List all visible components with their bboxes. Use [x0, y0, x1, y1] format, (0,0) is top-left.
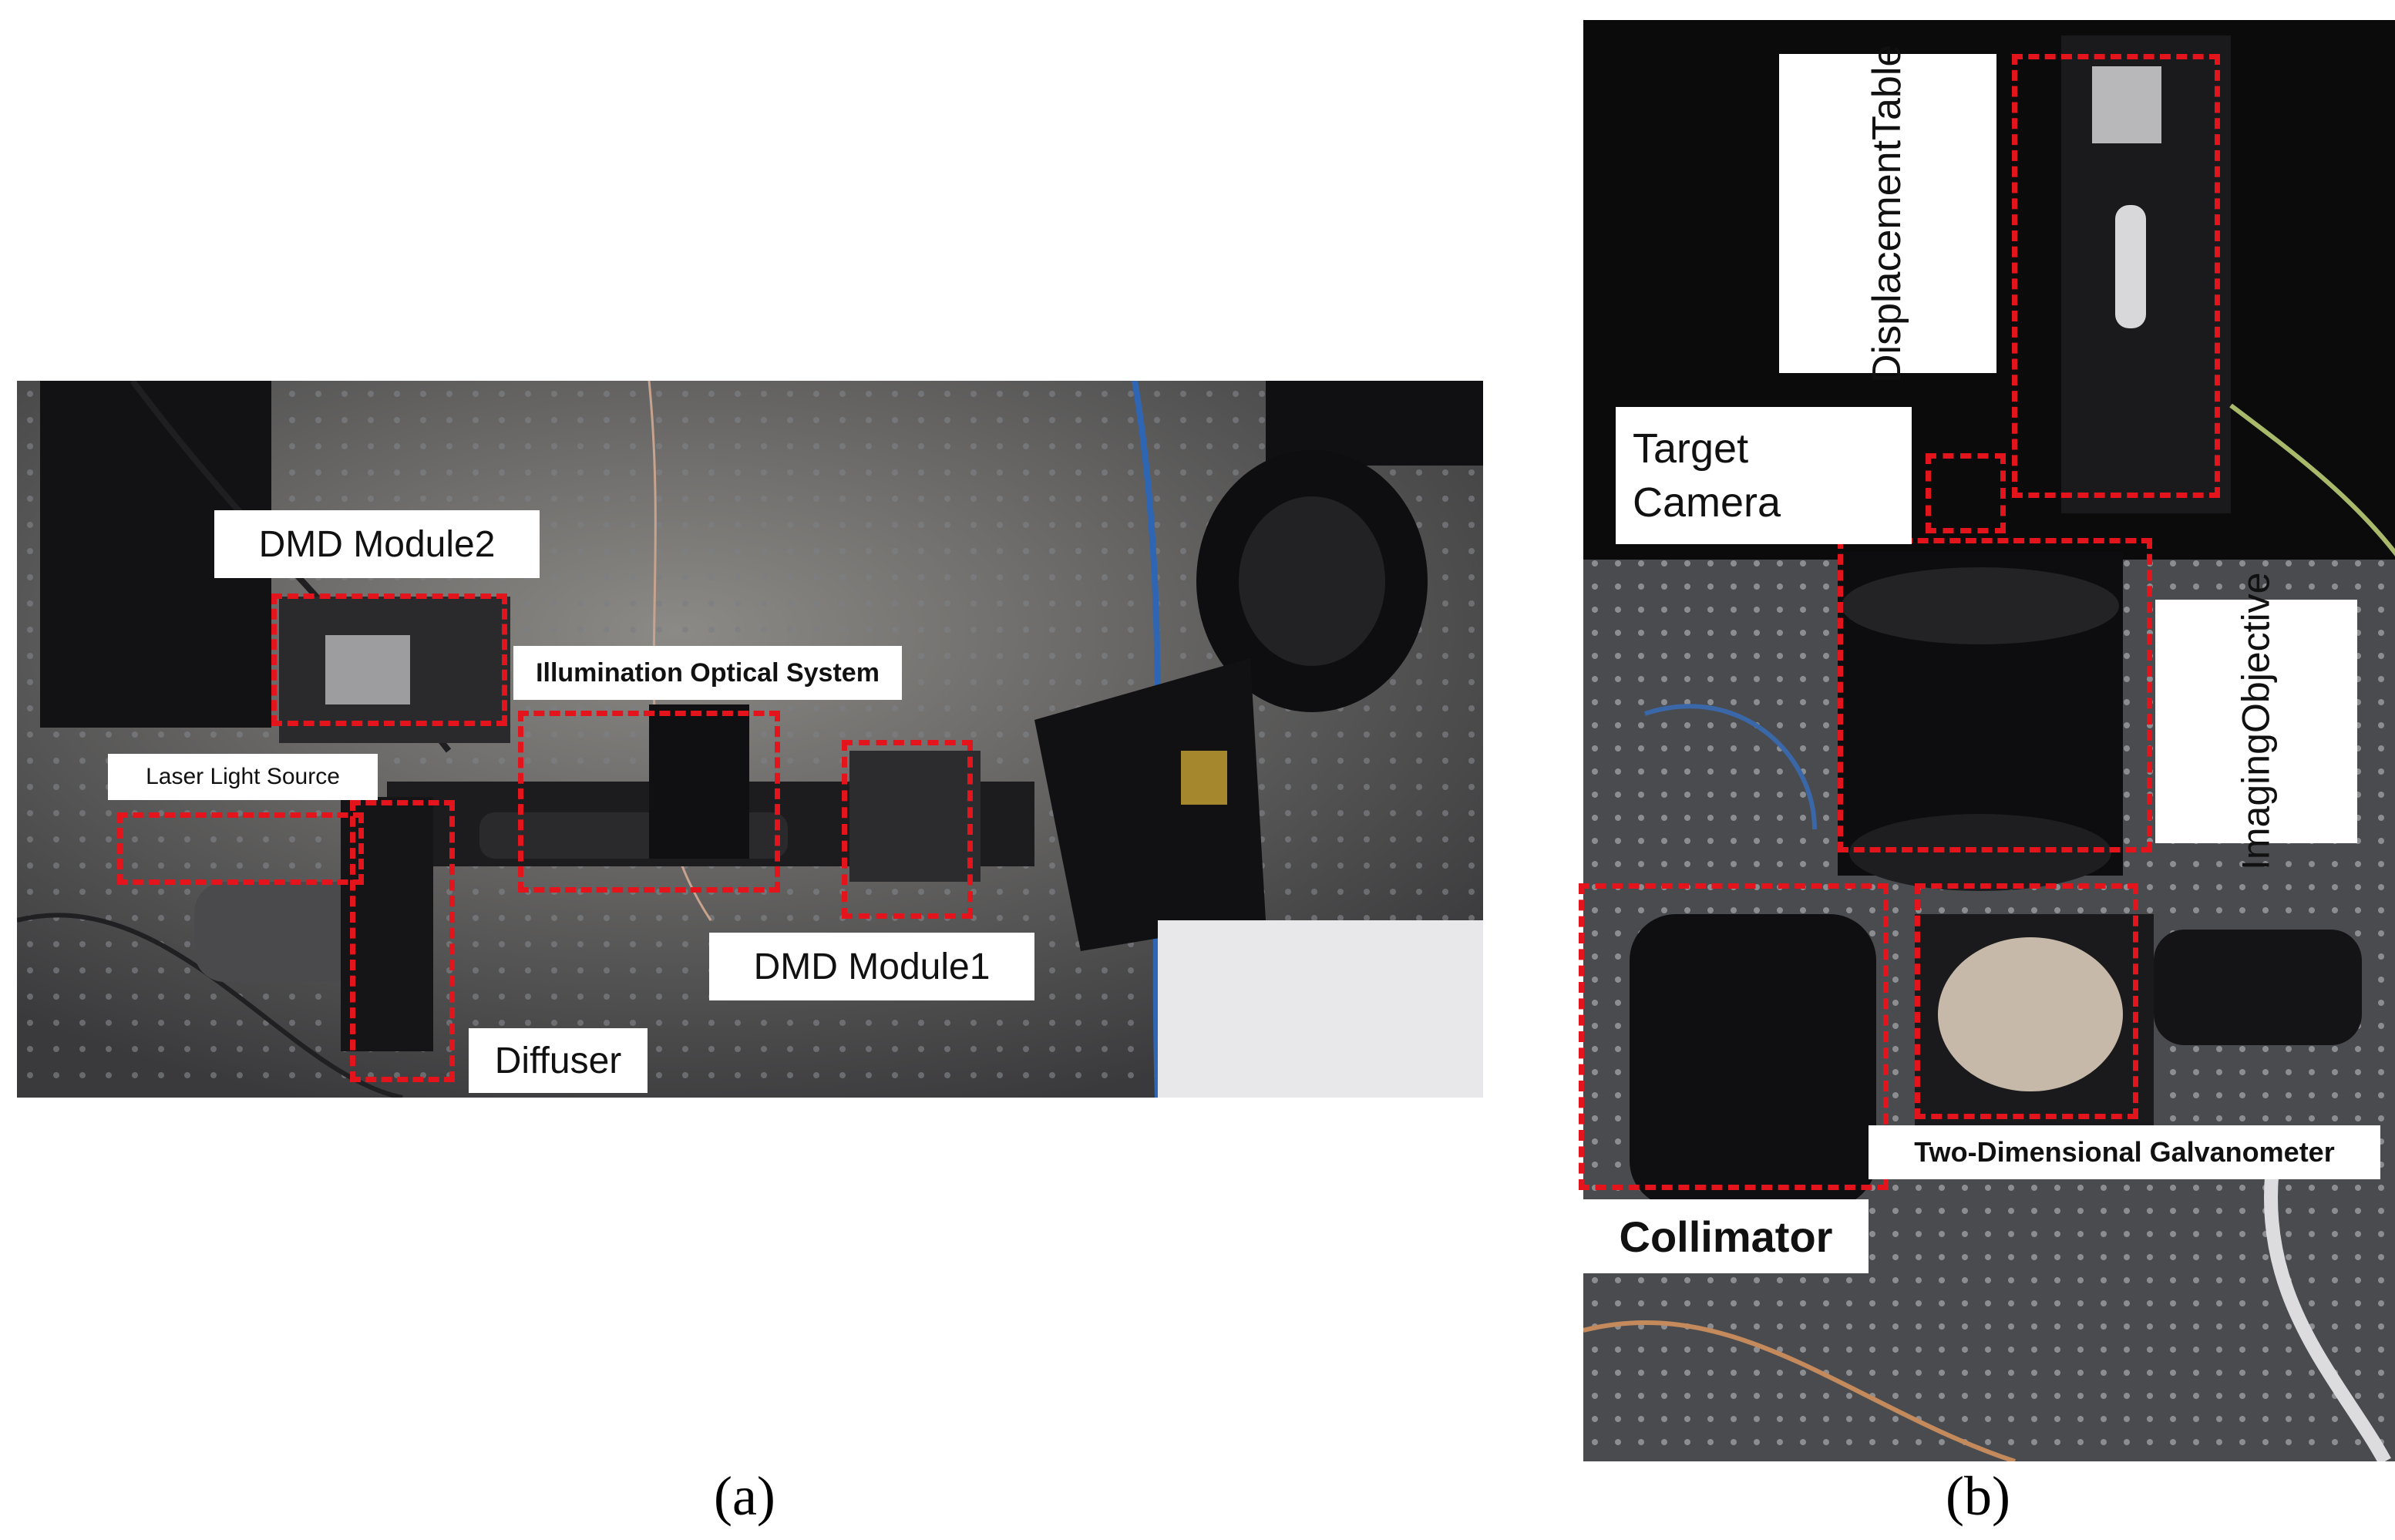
highlight-laser-light-source [117, 812, 364, 885]
label-imaging-objective-line1: Imaging [2234, 733, 2278, 871]
label-displacement-table: Displacement Table [1779, 44, 1996, 383]
highlight-dmd-module1 [842, 740, 973, 919]
label-target-camera-line2: Camera [1633, 479, 1781, 526]
label-imaging-objective-line2: Objective [2234, 572, 2278, 734]
highlight-illumination-optical-system [518, 711, 780, 893]
label-laser-light-source: Laser Light Source [108, 754, 378, 800]
photo-a-scene [17, 381, 1483, 1098]
highlight-displacement-table [2012, 54, 2220, 498]
label-illumination-optical-system: Illumination Optical System [513, 646, 902, 700]
highlight-diffuser [350, 800, 455, 1082]
label-dmd-module2: DMD Module2 [214, 510, 540, 578]
highlight-collimator [1579, 883, 1889, 1190]
label-displacement-table-line1: Displacement [1865, 140, 1910, 383]
label-two-dimensional-galvanometer: Two-Dimensional Galvanometer [1869, 1125, 2380, 1179]
highlight-two-dimensional-galvanometer [1915, 883, 2138, 1119]
label-diffuser: Diffuser [469, 1028, 648, 1093]
label-target-camera-line1: Target [1633, 425, 1749, 472]
label-imaging-objective: Imaging Objective [2155, 573, 2357, 870]
photo-a-optical-bench [17, 381, 1483, 1098]
label-target-camera: Target Camera [1616, 407, 1912, 544]
caption-b: (b) [1946, 1465, 2010, 1527]
highlight-dmd-module2 [271, 593, 507, 726]
label-displacement-table-line2: Table [1865, 44, 1910, 140]
highlight-target-camera [1926, 453, 2006, 533]
caption-a: (a) [714, 1465, 775, 1527]
label-dmd-module1: DMD Module1 [709, 933, 1034, 1000]
label-collimator: Collimator [1583, 1199, 1869, 1273]
highlight-imaging-objective [1838, 538, 2152, 852]
